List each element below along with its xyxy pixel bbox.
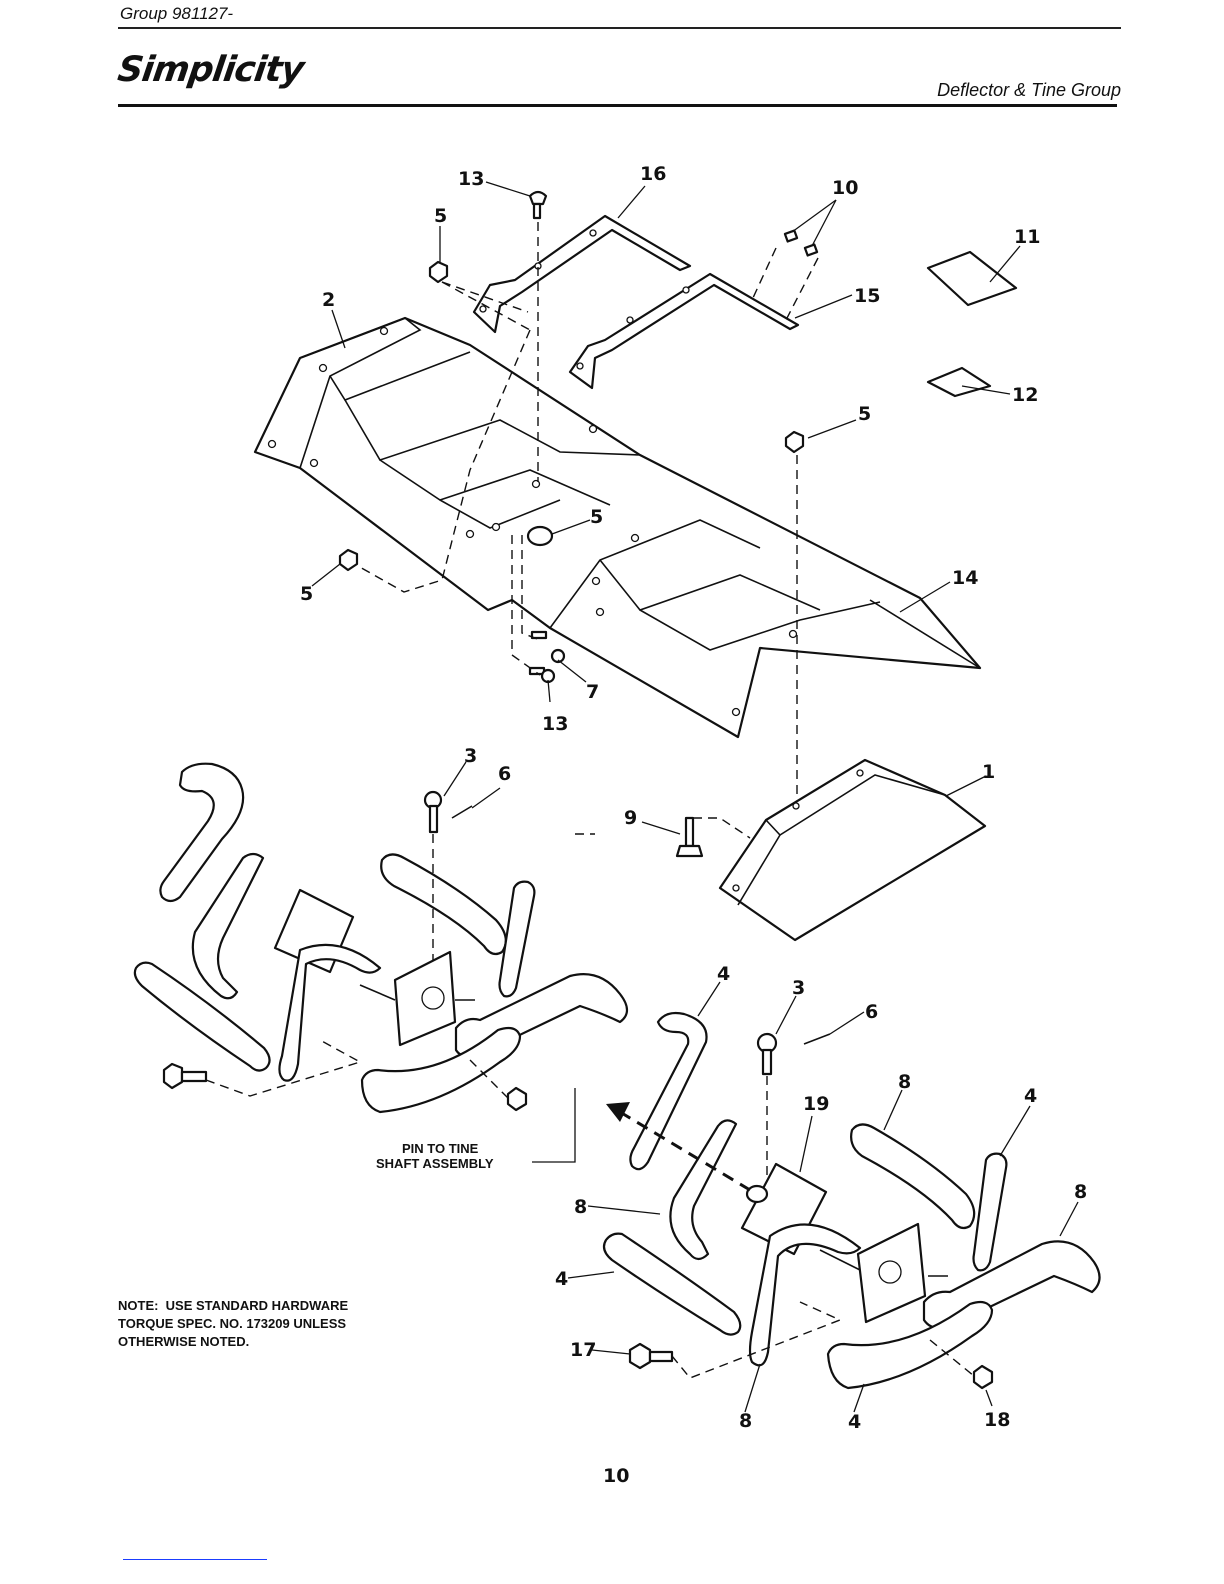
callout-11: 11 <box>1014 226 1040 248</box>
decal-part-12 <box>928 368 990 396</box>
callout-4-upper: 4 <box>717 963 730 985</box>
torque-note: NOTE: USE STANDARD HARDWARE TORQUE SPEC.… <box>118 1297 348 1351</box>
bracket-part-15 <box>570 274 798 388</box>
callout-18: 18 <box>984 1409 1010 1431</box>
callout-1: 1 <box>982 761 995 783</box>
footer-link-underline <box>123 1559 267 1560</box>
callout-13-lower: 13 <box>542 713 568 735</box>
callout-6-left: 6 <box>498 763 511 785</box>
callout-9: 9 <box>624 807 637 829</box>
page-number: 10 <box>603 1465 629 1487</box>
callout-5-center: 5 <box>590 506 603 528</box>
annotation-line-1: PIN TO TINE <box>402 1141 479 1156</box>
callout-5-right: 5 <box>858 403 871 425</box>
callout-3-left: 3 <box>464 745 477 767</box>
callout-8-upper: 8 <box>898 1071 911 1093</box>
lower-deflector-part-1 <box>720 760 985 940</box>
left-tine-assembly <box>135 764 627 1112</box>
callout-15: 15 <box>854 285 880 307</box>
callout-5-left: 5 <box>300 583 313 605</box>
callout-6-right: 6 <box>865 1001 878 1023</box>
callout-14: 14 <box>952 567 978 589</box>
callout-5-top: 5 <box>434 205 447 227</box>
annotation-line-2: SHAFT ASSEMBLY <box>376 1156 494 1171</box>
callout-8-bottom: 8 <box>739 1410 752 1432</box>
callout-16: 16 <box>640 163 666 185</box>
callout-10: 10 <box>832 177 858 199</box>
callout-19: 19 <box>803 1093 829 1115</box>
pin-to-tine-leader <box>532 1088 575 1162</box>
right-tine-assembly <box>604 1013 1100 1388</box>
decal-part-11 <box>928 252 1016 305</box>
callout-17: 17 <box>570 1339 596 1361</box>
callout-7: 7 <box>586 681 599 703</box>
callout-12: 12 <box>1012 384 1038 406</box>
callout-13-top: 13 <box>458 168 484 190</box>
callout-4-right: 4 <box>1024 1085 1037 1107</box>
callout-4-bottom: 4 <box>848 1411 861 1433</box>
callout-8-left: 8 <box>574 1196 587 1218</box>
callout-2: 2 <box>322 289 335 311</box>
callout-3-right: 3 <box>792 977 805 999</box>
callout-8-right: 8 <box>1074 1181 1087 1203</box>
upper-deflector-part-2 <box>255 318 980 737</box>
callout-4-left: 4 <box>555 1268 568 1290</box>
